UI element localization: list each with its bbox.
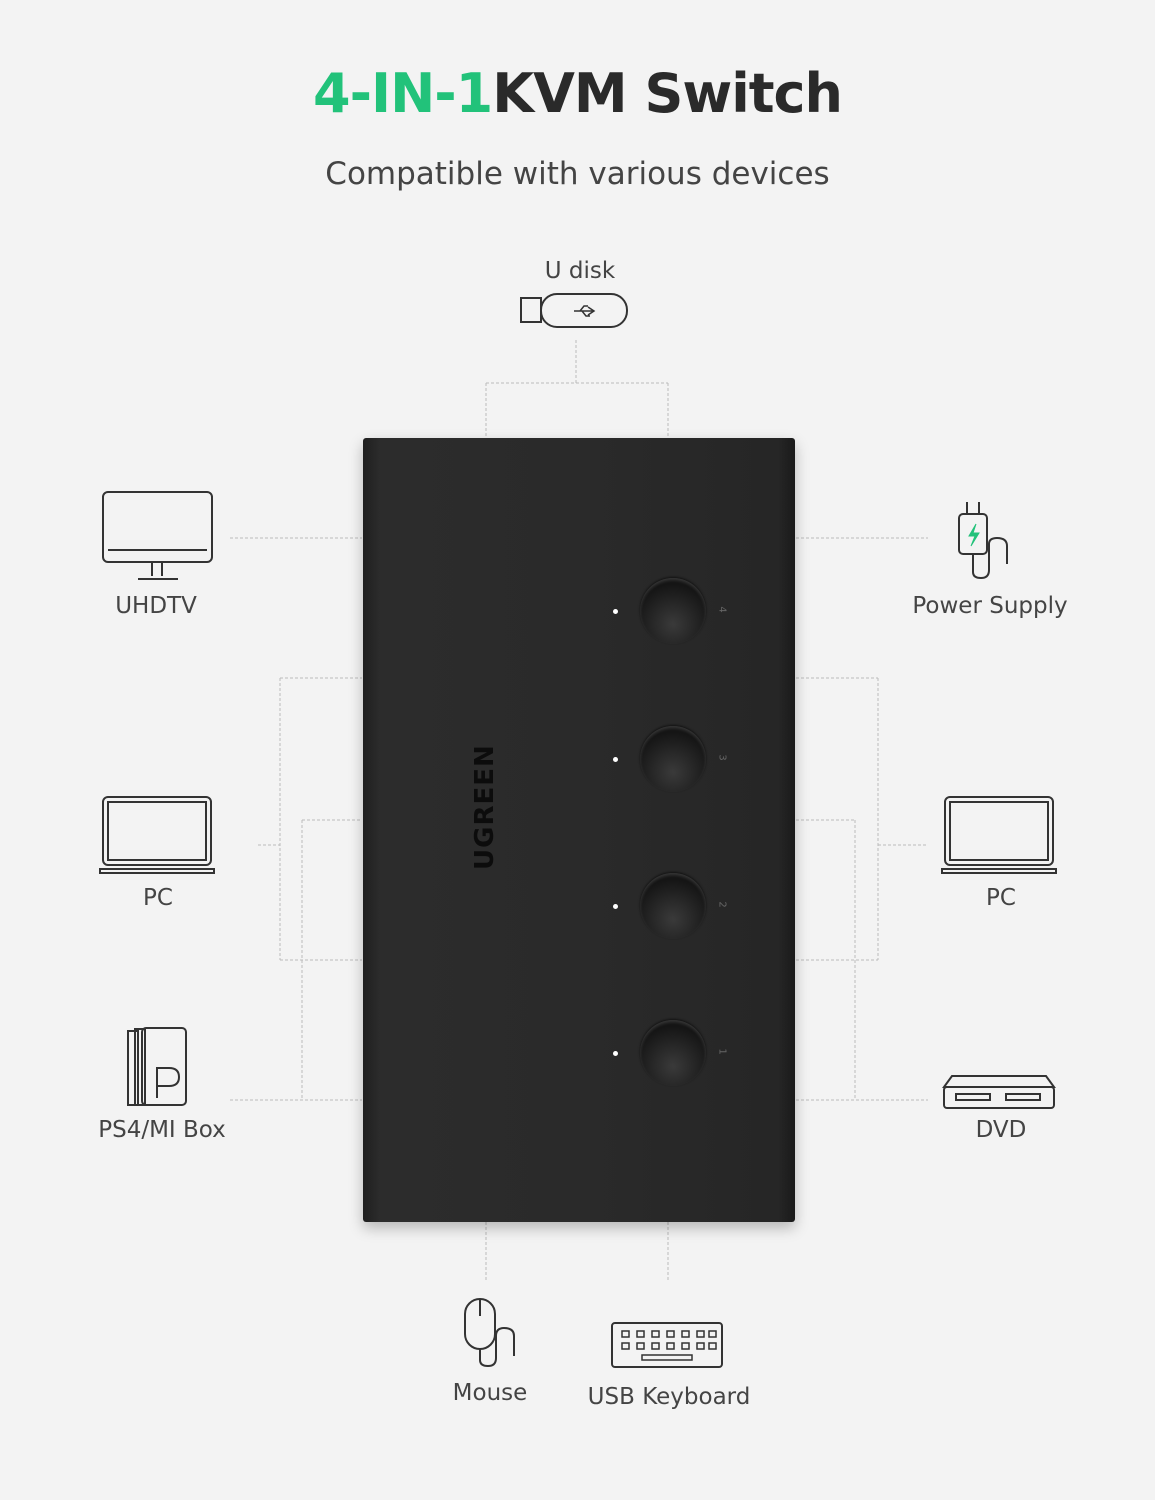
switch-button-4[interactable] [640, 578, 706, 644]
label-mouse: Mouse [452, 1380, 528, 1406]
button-number-4: 4 [716, 606, 728, 613]
mouse-icon [464, 1298, 515, 1368]
button-number-1: 1 [716, 1048, 728, 1055]
laptop-icon [941, 796, 1057, 874]
switch-button-1[interactable] [640, 1020, 706, 1086]
label-uhdtv: UHDTV [115, 593, 197, 619]
button-number-2: 2 [716, 901, 728, 908]
switch-button-3[interactable] [640, 726, 706, 792]
led-indicator-4 [613, 609, 618, 614]
kvm-switch-device [363, 438, 795, 1222]
brand-logo: UGREEN [470, 744, 500, 870]
label-power-supply: Power Supply [912, 593, 1068, 619]
page-title: 4-IN-1KVM Switch [0, 62, 1155, 125]
laptop-icon [99, 796, 215, 874]
keyboard-icon [611, 1322, 723, 1368]
label-dvd: DVD [975, 1117, 1027, 1143]
title-accent: 4-IN-1 [313, 62, 493, 125]
usb-drive-icon [520, 293, 628, 328]
power-adapter-icon [958, 502, 1008, 580]
led-indicator-1 [613, 1051, 618, 1056]
label-usb-keyboard: USB Keyboard [587, 1384, 751, 1410]
led-indicator-2 [613, 904, 618, 909]
monitor-icon [102, 491, 213, 580]
label-u-disk: U disk [544, 258, 616, 284]
label-pc-right: PC [986, 885, 1016, 911]
button-number-3: 3 [716, 754, 728, 761]
game-console-icon [127, 1027, 187, 1106]
label-ps4-mi-box: PS4/MI Box [98, 1117, 226, 1143]
led-indicator-3 [613, 757, 618, 762]
label-pc-left: PC [143, 885, 173, 911]
subtitle: Compatible with various devices [325, 156, 830, 192]
switch-button-2[interactable] [640, 873, 706, 939]
title-main: KVM Switch [492, 62, 843, 125]
dvd-player-icon [942, 1075, 1056, 1109]
